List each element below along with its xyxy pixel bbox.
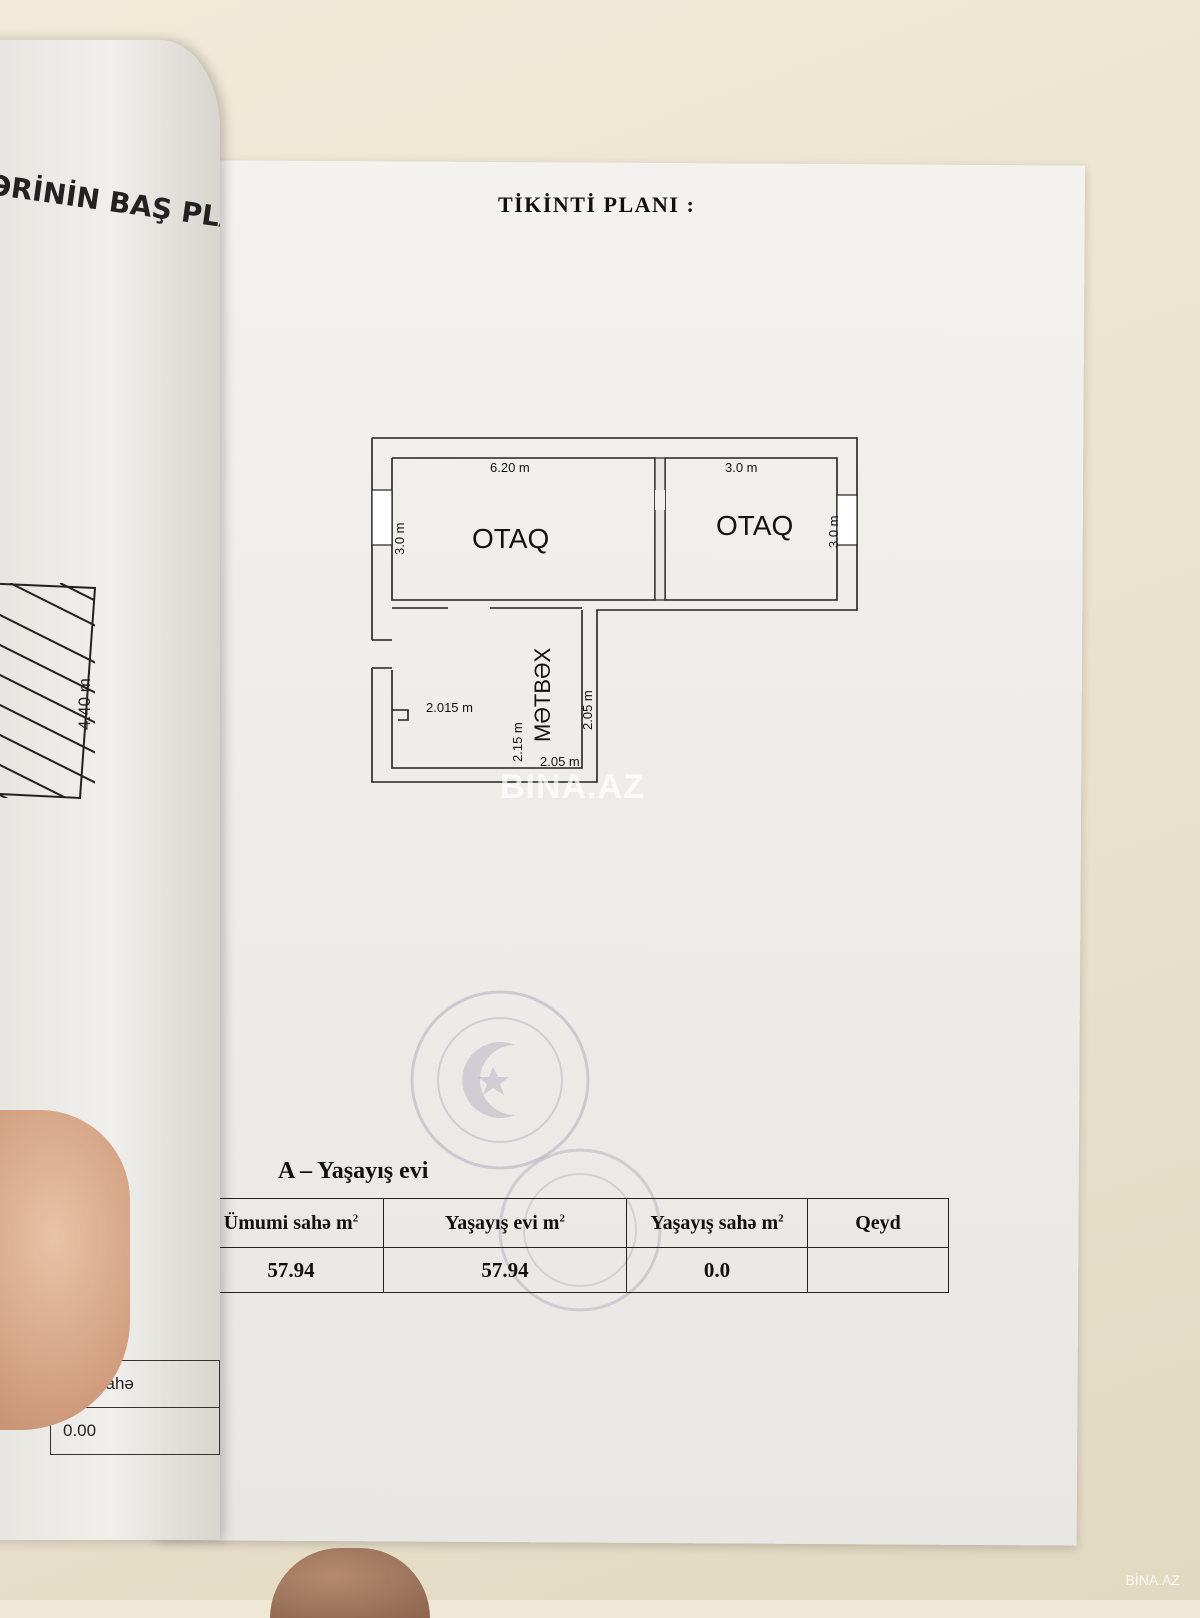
outer-wall bbox=[371, 437, 858, 783]
column-header: Yaşayış evi m2 bbox=[383, 1198, 627, 1248]
room-2-depth: 3.0 m bbox=[826, 515, 841, 548]
corridor-depth: 2.15 m bbox=[510, 722, 525, 762]
table-cell bbox=[807, 1247, 949, 1293]
column-header: Ümumi sahə m2 bbox=[198, 1198, 384, 1248]
left-page-dimension: 4.40 m bbox=[75, 678, 94, 730]
kitchen-width: 2.05 m bbox=[540, 754, 580, 769]
table-cell: 0.0 bbox=[626, 1247, 808, 1293]
left-page-title: ƏRİNİN BAŞ PLA bbox=[0, 168, 220, 237]
table-cell: 57.94 bbox=[198, 1247, 384, 1293]
room-2-width: 3.0 m bbox=[725, 460, 758, 475]
partition-wall bbox=[654, 457, 666, 601]
room-2-label: OTAQ bbox=[716, 510, 793, 541]
inner-wall-kitchen bbox=[391, 610, 583, 769]
site-watermark: BINA.AZ bbox=[500, 768, 645, 806]
inner-wall-corridor bbox=[392, 709, 409, 721]
room-1-depth: 3.0 m bbox=[392, 522, 407, 555]
kitchen-depth: 2.05 m bbox=[580, 690, 595, 730]
left-table-value: 0.00 bbox=[50, 1407, 220, 1455]
area-table: Ümumi sahə m2 Yaşayış evi m2 Yaşayış sah… bbox=[198, 1198, 949, 1293]
table-cell: 57.94 bbox=[383, 1247, 627, 1293]
document-title: TİKİNTİ PLANI : bbox=[498, 192, 696, 217]
area-table-row: 57.94 57.94 0.0 bbox=[198, 1247, 949, 1293]
column-header: Yaşayış sahə m2 bbox=[626, 1198, 808, 1248]
room-1-width: 6.20 m bbox=[490, 460, 530, 475]
kitchen-label: MƏTBƏX bbox=[530, 647, 555, 742]
column-header: Qeyd bbox=[807, 1198, 949, 1248]
corridor-width: 2.015 m bbox=[426, 700, 473, 715]
door-opening-partition bbox=[655, 490, 665, 510]
room-1-label: OTAQ bbox=[472, 523, 549, 554]
section-heading: A – Yaşayış evi bbox=[278, 1158, 429, 1184]
floor-plan: OTAQ OTAQ 6.20 m 3.0 m 3.0 m 3.0 m MƏTBƏ… bbox=[371, 437, 858, 783]
hatched-plot bbox=[0, 582, 97, 800]
window-right bbox=[836, 494, 858, 546]
official-seal-stamp bbox=[410, 990, 590, 1170]
corner-watermark: BİNA.AZ bbox=[1125, 1572, 1180, 1588]
area-table-header-row: Ümumi sahə m2 Yaşayış evi m2 Yaşayış sah… bbox=[198, 1198, 949, 1248]
window-left bbox=[371, 489, 393, 546]
hand-thumb bbox=[0, 1110, 130, 1430]
bleed-through-text bbox=[940, 290, 980, 690]
